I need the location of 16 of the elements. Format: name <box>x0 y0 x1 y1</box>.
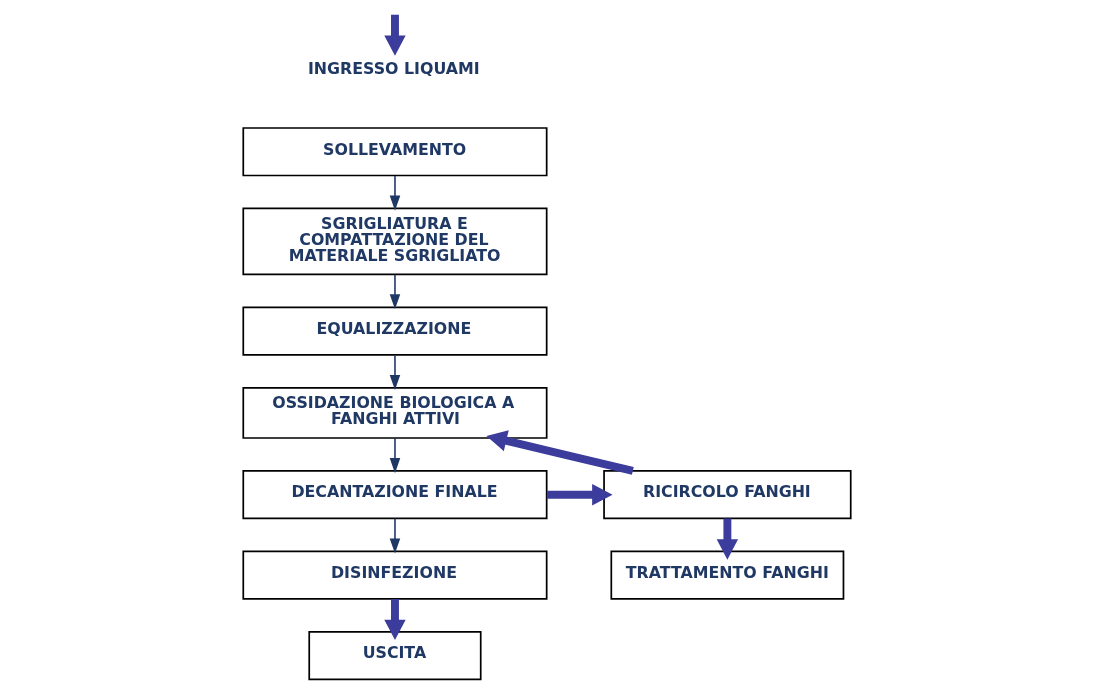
arrow <box>389 354 400 391</box>
node-box: TRATTAMENTO FANGHI <box>609 550 844 600</box>
node-box: EQUALIZZAZIONE <box>241 306 548 356</box>
node-box: OSSIDAZIONE BIOLOGICA A FANGHI ATTIVI <box>241 387 548 439</box>
arrow <box>389 175 400 211</box>
node-box: DECANTAZIONE FINALE <box>241 470 548 520</box>
arrow <box>485 430 634 475</box>
arrow <box>389 273 400 310</box>
node-box: SGRIGLIATURA E COMPATTAZIONE DEL MATERIALE SGRIGLIATO <box>241 207 548 276</box>
arrow <box>389 517 400 554</box>
node-box: SOLLEVAMENTO <box>241 127 548 177</box>
node-box: DISINFEZIONE <box>241 550 548 600</box>
node-box: RICIRCOLO FANGHI <box>602 470 852 520</box>
node-text: INGRESSO LIQUAMI <box>307 59 480 79</box>
node-box: USCITA <box>307 631 482 681</box>
arrow <box>389 437 400 474</box>
